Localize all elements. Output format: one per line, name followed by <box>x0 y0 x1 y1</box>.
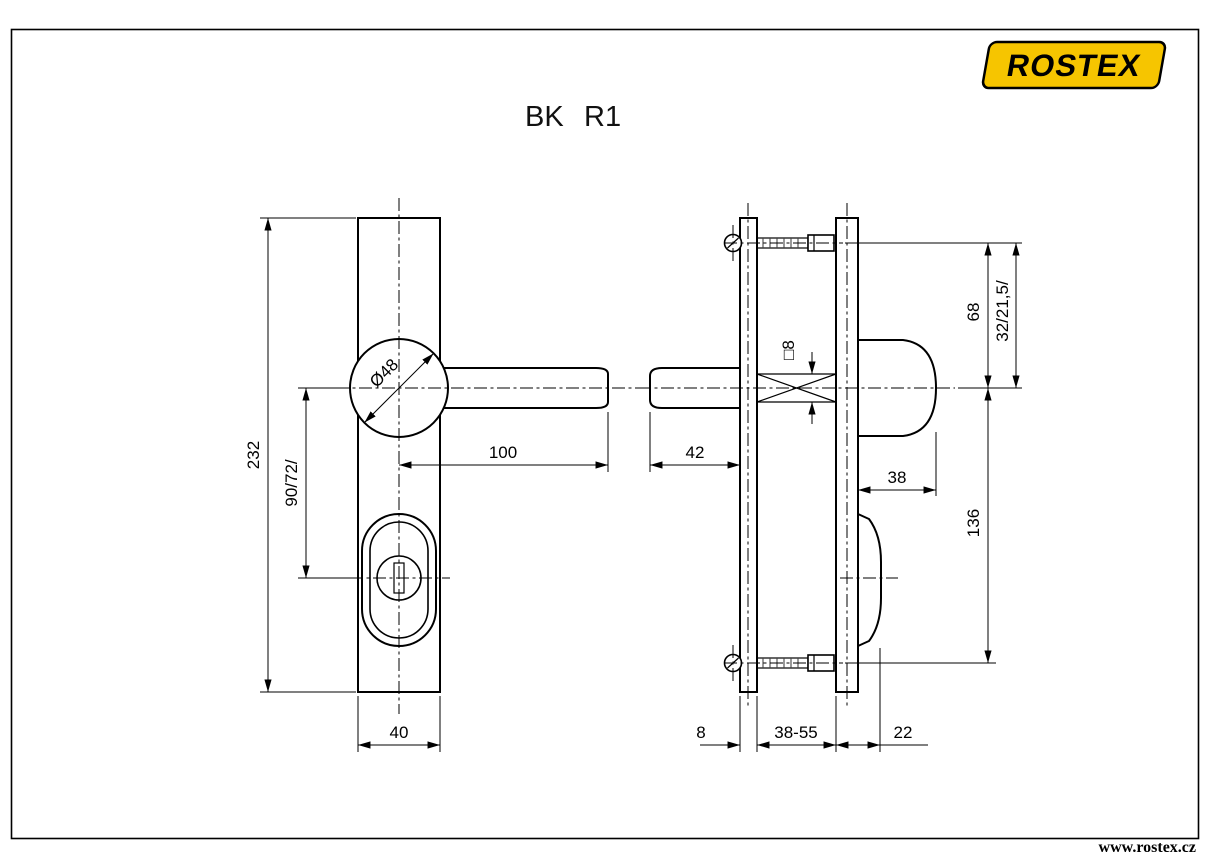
dim-cover-thickness: 22 <box>894 723 913 742</box>
logo-plate <box>981 40 1167 90</box>
dim-axis-to-bottom-screw: 136 <box>964 509 983 537</box>
side-view-dimensions: 42 □8 68 32/21,5/ 136 38 8 38-55 22 <box>649 242 1022 752</box>
dim-lever-length: 100 <box>489 443 517 462</box>
dim-plate-thickness: 8 <box>696 723 705 742</box>
dim-axis-offset: 32/21,5/ <box>993 280 1012 342</box>
dim-door-thickness: 38-55 <box>774 723 817 742</box>
fixing-screw-bottom <box>723 645 843 681</box>
side-view <box>638 203 955 707</box>
dim-axis-distance: 90/72/ <box>282 459 301 507</box>
front-view-dimensions: 232 90/72/ 100 40 <box>244 217 609 752</box>
rostex-logo: ROSTEX <box>981 40 1167 90</box>
title-series: BK <box>525 101 564 133</box>
knob-diameter-line <box>364 353 434 423</box>
spindle <box>756 373 837 403</box>
dim-top-screw-to-axis: 68 <box>964 303 983 322</box>
website-link[interactable]: www.rostex.cz <box>1099 839 1196 855</box>
title-code: R1 <box>584 101 621 133</box>
drawing-border <box>10 28 1200 840</box>
side-cylinder-cover <box>857 512 882 648</box>
logo-wordmark: ROSTEX <box>1004 48 1144 83</box>
drawing-title: BK R1 <box>525 101 621 133</box>
fixing-screw-top <box>723 225 843 261</box>
dim-handle-projection: 42 <box>686 443 705 462</box>
dim-knob-projection: 38 <box>888 468 907 487</box>
dim-plate-width: 40 <box>390 723 409 742</box>
front-view: Ø48 <box>336 198 646 714</box>
dim-plate-height: 232 <box>244 441 263 469</box>
dim-spindle-square: □8 <box>779 340 798 360</box>
